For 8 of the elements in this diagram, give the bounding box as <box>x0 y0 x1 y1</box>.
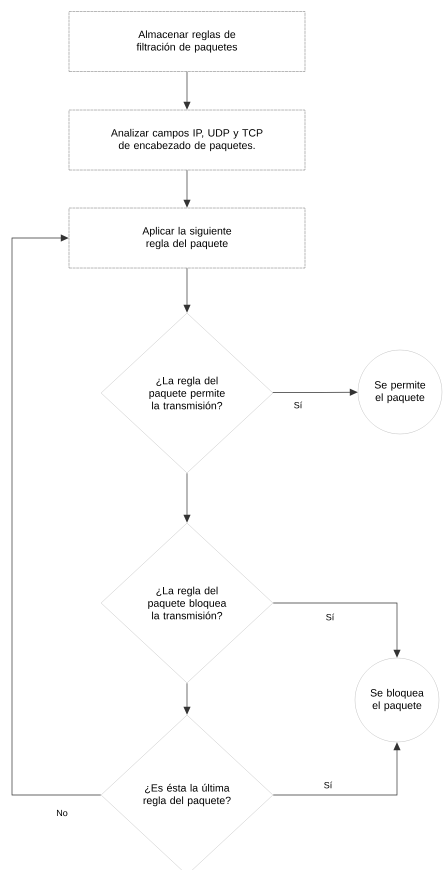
edge-label: Sí <box>292 400 304 410</box>
process-box: Analizar campos IP, UDP y TCP de encabezado de paquetes. <box>68 110 306 170</box>
edge-label: Sí <box>324 612 336 622</box>
process-box: Aplicar la siguiente regla del paquete <box>68 208 306 268</box>
edge-label: No <box>55 808 69 818</box>
arrow <box>12 234 102 796</box>
edge-label: Sí <box>322 780 334 790</box>
process-box: Almacenar reglas de filtración de paquetes <box>68 11 306 72</box>
